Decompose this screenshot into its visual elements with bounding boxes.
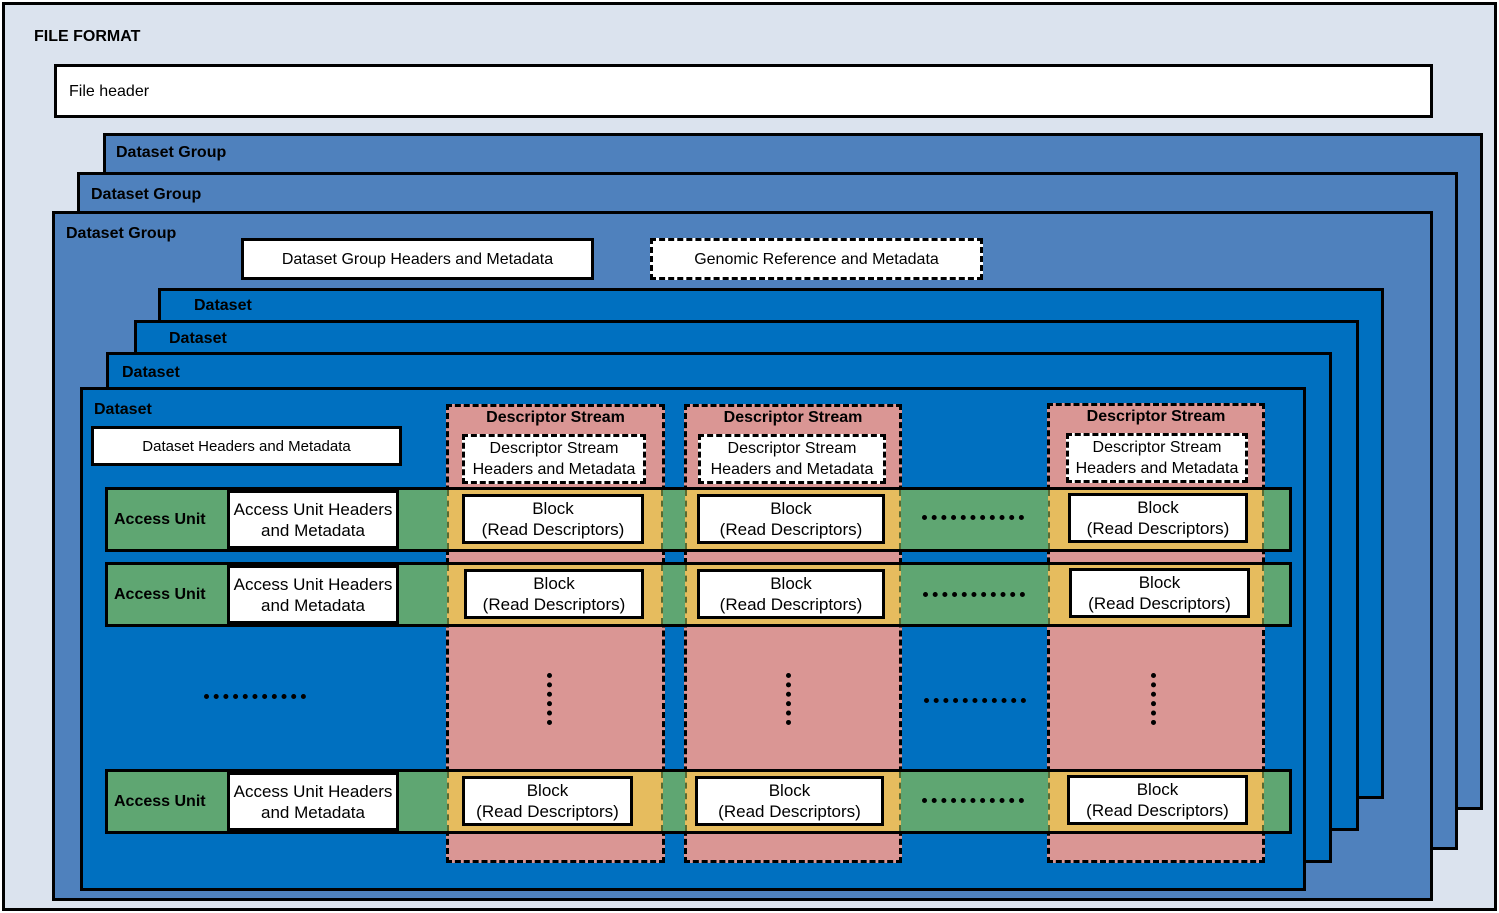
access-unit-2-block-3-line1: Block bbox=[1138, 573, 1181, 592]
access-unit-3-block-3-line1: Block bbox=[1136, 780, 1179, 799]
access-unit-1-block-3: Block (Read Descriptors) bbox=[1068, 493, 1248, 543]
access-unit-3-ellipsis bbox=[922, 798, 1024, 803]
access-unit-2-block-3: Block (Read Descriptors) bbox=[1069, 568, 1250, 618]
access-unit-2-block-1-line1: Block bbox=[533, 574, 575, 593]
genomic-reference-label: Genomic Reference and Metadata bbox=[694, 250, 939, 268]
access-unit-3-block-2: Block (Read Descriptors) bbox=[695, 776, 884, 826]
descriptor-stream-1-title: Descriptor Stream bbox=[486, 409, 625, 426]
access-unit-3-block-1: Block (Read Descriptors) bbox=[462, 776, 633, 826]
access-unit-3-block-2-line1: Block bbox=[768, 781, 811, 800]
descriptor-stream-3-headers: Descriptor Stream Headers and Metadata bbox=[1066, 433, 1248, 483]
file-format-title: FILE FORMAT bbox=[34, 28, 141, 45]
access-unit-1-ellipsis bbox=[922, 515, 1024, 520]
access-unit-2-ellipsis bbox=[923, 592, 1025, 597]
descriptor-stream-2-headers-line2: Headers and Metadata bbox=[710, 461, 874, 478]
access-unit-2-block-2: Block (Read Descriptors) bbox=[697, 569, 885, 619]
descriptor-stream-2-headers-line1: Descriptor Stream bbox=[727, 440, 857, 457]
access-units-ellipsis bbox=[204, 694, 306, 699]
access-unit-1-block-3-line2: (Read Descriptors) bbox=[1086, 519, 1230, 538]
access-unit-3-block-2-line2: (Read Descriptors) bbox=[718, 802, 861, 821]
descriptor-stream-2-ellipsis bbox=[786, 673, 791, 725]
dataset-third-label: Dataset bbox=[169, 330, 227, 347]
dataset-headers-label: Dataset Headers and Metadata bbox=[142, 437, 351, 455]
access-unit-2-label: Access Unit bbox=[114, 585, 206, 603]
access-unit-1-headers-line1: Access Unit Headers bbox=[233, 499, 393, 519]
access-unit-2-block-1: Block (Read Descriptors) bbox=[464, 569, 644, 619]
access-unit-2-block-1-line2: (Read Descriptors) bbox=[482, 595, 626, 614]
descriptor-stream-3-title: Descriptor Stream bbox=[1086, 408, 1226, 425]
access-unit-2-block-3-line2: (Read Descriptors) bbox=[1088, 594, 1231, 613]
access-unit-1-block-1: Block (Read Descriptors) bbox=[462, 494, 644, 544]
access-unit-3-headers: Access Unit Headers and Metadata bbox=[227, 772, 399, 831]
access-unit-2-block-2-line1: Block bbox=[770, 574, 812, 593]
descriptor-stream-3-headers-line1: Descriptor Stream bbox=[1092, 439, 1222, 456]
access-unit-1-block-3-line1: Block bbox=[1137, 498, 1179, 517]
file-header-label: File header bbox=[69, 82, 150, 100]
dataset-second-label: Dataset bbox=[122, 364, 180, 381]
file-header-box: File header bbox=[54, 64, 1433, 118]
access-unit-3-block-1-line2: (Read Descriptors) bbox=[476, 802, 619, 821]
access-unit-1-block-2-line1: Block bbox=[770, 499, 812, 518]
access-unit-3-headers-line2: and Metadata bbox=[261, 802, 365, 822]
access-unit-1-label: Access Unit bbox=[114, 510, 206, 528]
dataset-group-front-label: Dataset Group bbox=[66, 225, 177, 242]
dataset-back-label: Dataset bbox=[194, 297, 252, 314]
access-unit-3-headers-line1: Access Unit Headers bbox=[233, 781, 393, 801]
access-unit-2-headers-line2: and Metadata bbox=[261, 595, 365, 615]
descriptor-stream-1-headers: Descriptor Stream Headers and Metadata bbox=[462, 434, 646, 484]
access-unit-1-block-2: Block (Read Descriptors) bbox=[697, 494, 885, 544]
access-unit-1-block-2-line2: (Read Descriptors) bbox=[719, 520, 863, 539]
descriptor-stream-1-ellipsis bbox=[547, 673, 552, 725]
dataset-front-label: Dataset bbox=[94, 401, 152, 418]
access-unit-3-block-3-line2: (Read Descriptors) bbox=[1086, 801, 1229, 820]
access-unit-3-label: Access Unit bbox=[114, 792, 206, 810]
descriptor-stream-3-headers-line2: Headers and Metadata bbox=[1075, 460, 1239, 477]
descriptor-stream-1-headers-line1: Descriptor Stream bbox=[489, 440, 619, 457]
genomic-reference-box: Genomic Reference and Metadata bbox=[650, 238, 983, 280]
access-unit-1-block-1-line1: Block bbox=[532, 499, 574, 518]
dataset-group-headers-box: Dataset Group Headers and Metadata bbox=[241, 238, 594, 280]
access-unit-1-headers-line2: and Metadata bbox=[261, 520, 365, 540]
access-unit-2-block-2-line2: (Read Descriptors) bbox=[719, 595, 863, 614]
access-unit-1-block-1-line2: (Read Descriptors) bbox=[481, 520, 625, 539]
descriptor-stream-2-title: Descriptor Stream bbox=[723, 409, 863, 426]
middle-ellipsis bbox=[924, 698, 1026, 703]
access-unit-2-headers-line1: Access Unit Headers bbox=[233, 574, 393, 594]
descriptor-stream-2-headers: Descriptor Stream Headers and Metadata bbox=[698, 434, 886, 484]
dataset-group-headers-label: Dataset Group Headers and Metadata bbox=[281, 250, 554, 268]
descriptor-stream-3-ellipsis bbox=[1151, 673, 1156, 725]
dataset-headers-box: Dataset Headers and Metadata bbox=[91, 426, 402, 466]
dataset-group-middle-label: Dataset Group bbox=[91, 186, 202, 203]
access-unit-2-headers: Access Unit Headers and Metadata bbox=[227, 565, 399, 624]
access-unit-3-block-3: Block (Read Descriptors) bbox=[1067, 775, 1248, 825]
descriptor-stream-1-headers-line2: Headers and Metadata bbox=[472, 461, 636, 478]
dataset-group-back-label: Dataset Group bbox=[116, 144, 227, 161]
access-unit-1-headers: Access Unit Headers and Metadata bbox=[227, 490, 399, 549]
access-unit-3-block-1-line1: Block bbox=[526, 781, 569, 800]
